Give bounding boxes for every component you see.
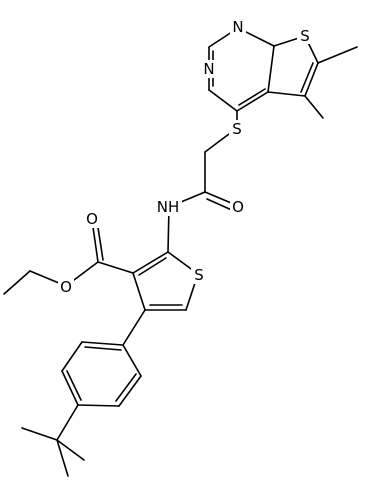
bond [56, 439, 85, 461]
atom-o-ester-carbonyl: O [86, 210, 98, 228]
bond [317, 46, 358, 64]
thiophene-ring [132, 251, 199, 311]
bond [56, 439, 69, 477]
bond [56, 404, 79, 441]
tert-butylphenyl [21, 309, 146, 477]
bond [132, 272, 146, 311]
thienopyrimidine-ring [208, 27, 358, 129]
bond [122, 344, 142, 377]
bond [84, 346, 122, 351]
bond [61, 341, 83, 372]
bond [238, 88, 266, 106]
bond [132, 251, 169, 274]
thioacetamide-linker [167, 127, 238, 253]
atom-o-ester-ether: O [60, 278, 72, 296]
bond [3, 270, 31, 295]
atom-n-top: N [232, 18, 243, 36]
bond [115, 373, 137, 402]
bond [267, 45, 275, 93]
bond [61, 370, 79, 406]
bond [304, 95, 324, 119]
bond [208, 89, 238, 112]
bond [206, 198, 235, 212]
bond [81, 341, 124, 346]
bond [97, 261, 134, 274]
bond [304, 62, 319, 97]
bond [21, 427, 58, 441]
atom-s-thiophene: S [194, 266, 204, 284]
bond [77, 404, 120, 407]
bond [236, 91, 269, 112]
bond [118, 375, 142, 407]
bond [66, 370, 82, 401]
atom-n-mid: N [203, 60, 214, 78]
atom-nh: NH [157, 198, 180, 216]
bond [267, 91, 306, 97]
atom-labels: N S N S NH O O O S [58, 18, 313, 296]
atom-s-fused: S [300, 27, 310, 45]
bond [138, 257, 167, 276]
bond [122, 309, 146, 346]
bond [300, 62, 314, 93]
atom-s-linker: S [232, 120, 242, 138]
atom-o-amide: O [232, 198, 244, 216]
